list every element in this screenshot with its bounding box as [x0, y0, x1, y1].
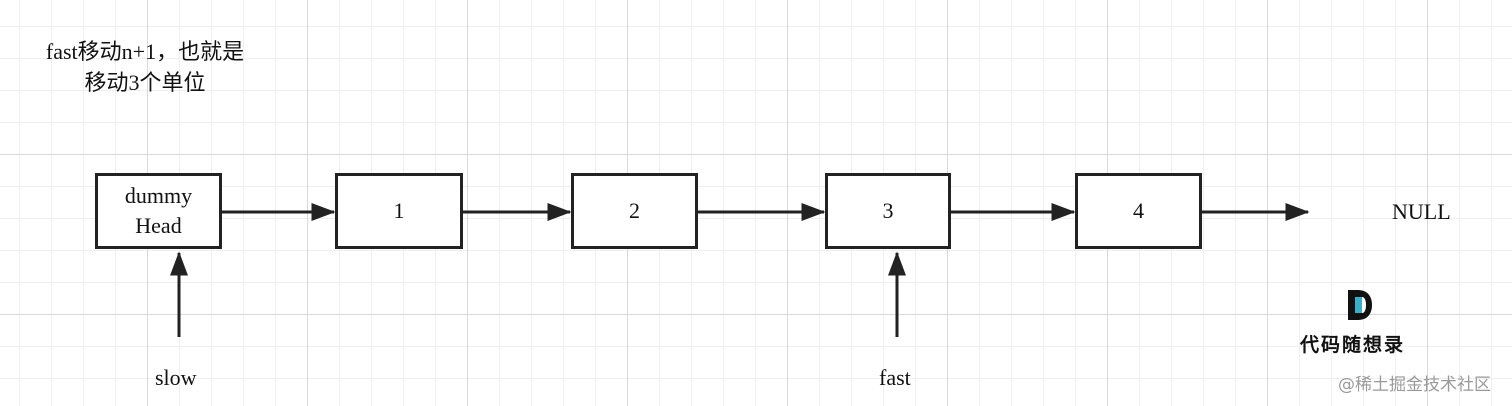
node-dummy-head: dummy Head [95, 173, 222, 249]
node-2: 2 [571, 173, 698, 249]
annotation-line-1: fast移动n+1，也就是 [45, 39, 245, 64]
annotation-note: fast移动n+1，也就是 移动3个单位 [20, 36, 270, 98]
logo-d-icon [1348, 290, 1372, 320]
logo: 代码随想录 [1300, 288, 1420, 360]
node-1-label: 1 [393, 198, 405, 223]
node-2-label: 2 [629, 198, 640, 223]
annotation-line-2: 移动3个单位 [84, 70, 206, 95]
fast-pointer-label: fast [879, 365, 911, 390]
node-4-label: 4 [1133, 198, 1144, 223]
node-1: 1 [335, 173, 463, 249]
node-3: 3 [825, 173, 951, 249]
node-dummy-head-line-1: dummy [124, 183, 193, 208]
node-dummy-head-line-2: Head [135, 213, 182, 238]
logo-text: 代码随想录 [1300, 334, 1406, 356]
slow-pointer-label: slow [155, 365, 197, 390]
watermark: @稀土掘金技术社区 [1338, 375, 1491, 395]
node-3-label: 3 [882, 198, 894, 223]
node-4: 4 [1075, 173, 1202, 249]
null-label: NULL [1392, 199, 1451, 224]
